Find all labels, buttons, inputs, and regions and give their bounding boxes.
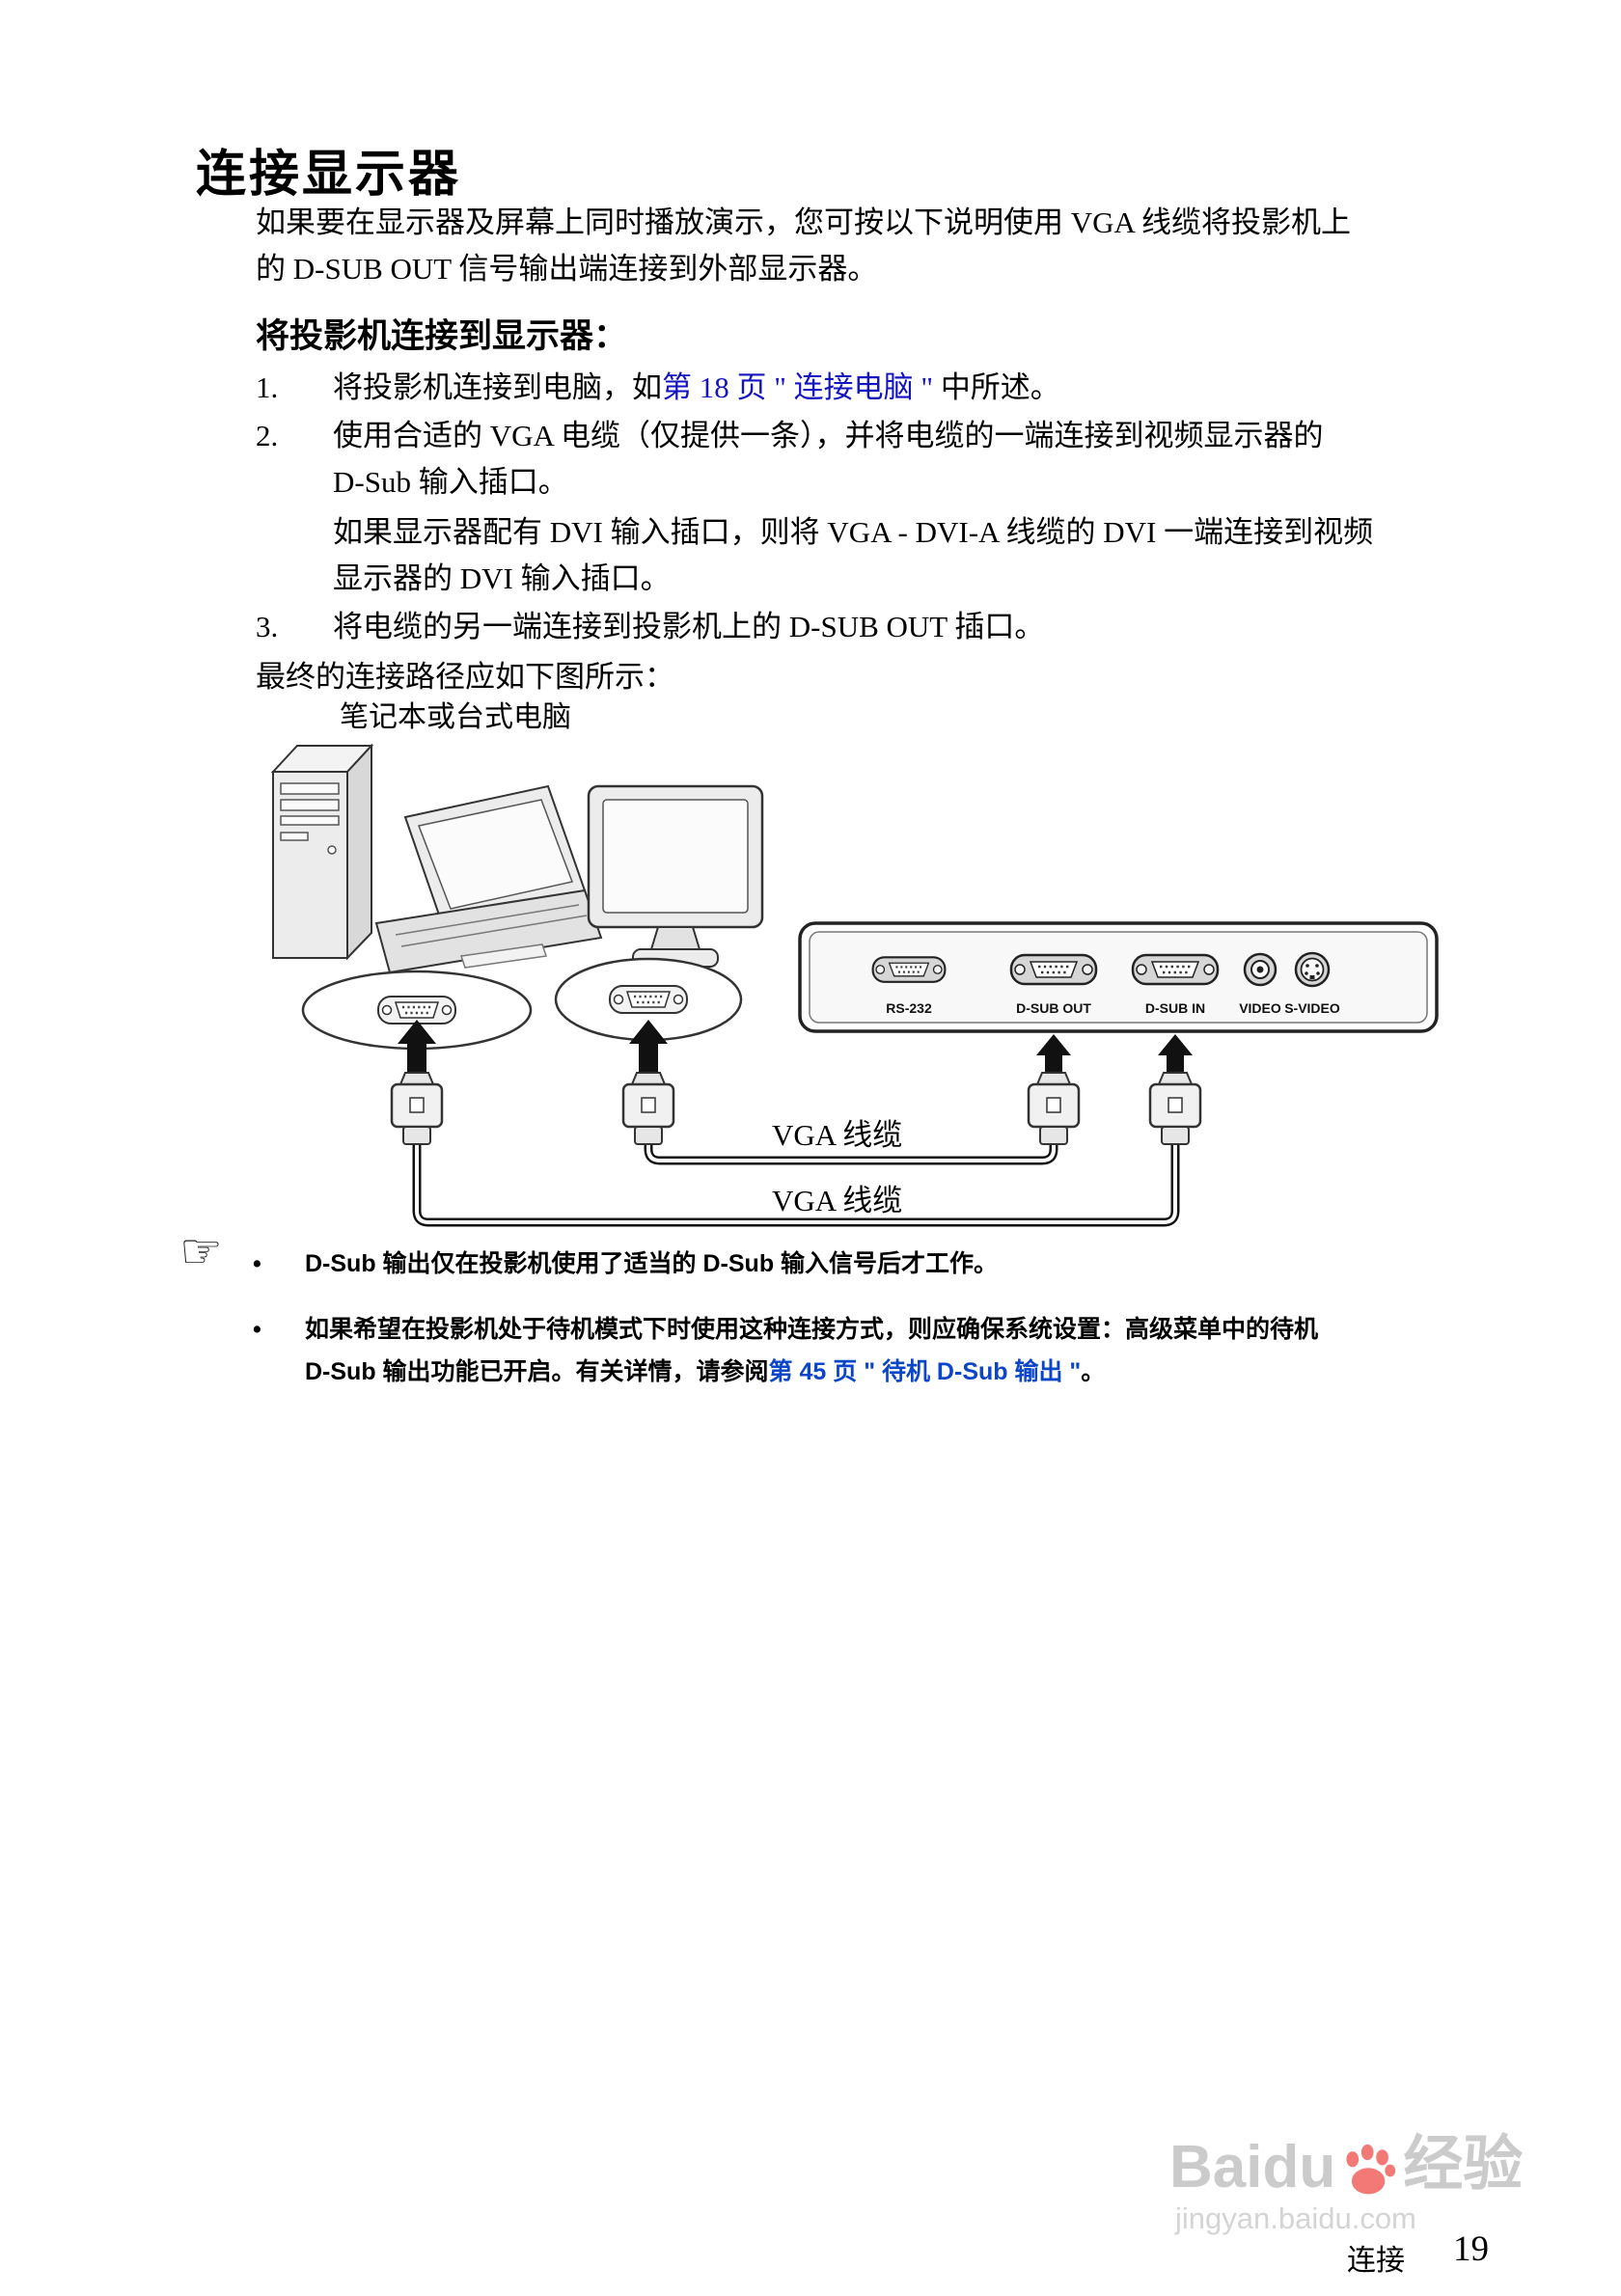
step-2-line-3: 如果显示器配有 DVI 输入插口，则将 VGA - DVI-A 线缆的 DVI … bbox=[333, 515, 1374, 549]
link-page-45-standby-dsub[interactable]: 第 45 页 " 待机 D-Sub 输出 " bbox=[768, 1358, 1082, 1385]
connection-diagram: RS-232 D-SUB OUT D-SUB IN VIDEO S-VIDEO … bbox=[270, 743, 1439, 1227]
step-2-line-4: 显示器的 DVI 输入插口。 bbox=[333, 561, 671, 595]
computer-vga-socket-icon bbox=[376, 995, 457, 1025]
arrow-up-icon bbox=[1036, 1034, 1071, 1074]
computer-label: 笔记本或台式电脑 bbox=[340, 701, 571, 733]
dsub-out-label: D-SUB OUT bbox=[1016, 1000, 1091, 1016]
svideo-label: S-VIDEO bbox=[1284, 1000, 1340, 1016]
baidu-paw-icon bbox=[1346, 2144, 1396, 2195]
step-1: 1. 将投影机连接到电脑，如第 18 页 " 连接电脑 " 中所述。 bbox=[256, 363, 1060, 406]
monitor bbox=[587, 784, 764, 968]
vga-cable-label-2: VGA 线缆 bbox=[772, 1184, 902, 1217]
note-1: • D-Sub 输出仅在投影机使用了适当的 D-Sub 输入信号后才工作。 bbox=[253, 1244, 998, 1279]
vga-cable-1 bbox=[644, 1143, 1058, 1165]
dsub-in-label: D-SUB IN bbox=[1145, 1000, 1205, 1016]
vga-cable-label-1: VGA 线缆 bbox=[772, 1118, 902, 1152]
arrow-up-icon bbox=[398, 1020, 436, 1074]
laptop bbox=[374, 784, 603, 974]
rs232-port-icon bbox=[871, 956, 947, 983]
step-3: 3.将电缆的另一端连接到投影机上的 D-SUB OUT 插口。 bbox=[256, 610, 1045, 643]
video-port-icon bbox=[1243, 952, 1278, 987]
video-label: VIDEO bbox=[1239, 1000, 1281, 1016]
page-title: 连接显示器 bbox=[196, 147, 462, 203]
vga-plug-icon bbox=[1027, 1071, 1081, 1146]
step-2-line-2: D-Sub 输入插口。 bbox=[333, 465, 568, 499]
dsub-in-port-icon bbox=[1131, 953, 1220, 986]
step-3-number: 3. bbox=[256, 610, 279, 643]
closing-line: 最终的连接路径应如下图所示： bbox=[256, 660, 674, 694]
watermark-brand: Baidu 经验 bbox=[1169, 2131, 1524, 2200]
desktop-tower bbox=[270, 743, 374, 961]
note-2-line-2: D-Sub 输出功能已开启。有关详情，请参阅第 45 页 " 待机 D-Sub … bbox=[305, 1358, 1106, 1385]
link-page-18-connect-pc[interactable]: 第 18 页 " 连接电脑 " bbox=[662, 370, 934, 404]
intro-line-1: 如果要在显示器及屏幕上同时播放演示，您可按以下说明使用 VGA 线缆将投影机上 bbox=[256, 205, 1351, 239]
note-1-bullet: • bbox=[253, 1250, 261, 1277]
vga-plug-icon bbox=[390, 1071, 444, 1146]
watermark-url: jingyan.baidu.com bbox=[1175, 2201, 1416, 2235]
note-2-line-1: •如果希望在投影机处于待机模式下时使用这种连接方式，则应确保系统设置：高级菜单中… bbox=[253, 1316, 1319, 1343]
note-2-bullet: • bbox=[253, 1316, 261, 1343]
step-1-number: 1. bbox=[256, 370, 279, 404]
section-heading: 将投影机连接到显示器： bbox=[256, 317, 628, 355]
arrow-up-icon bbox=[629, 1020, 668, 1074]
vga-plug-icon bbox=[621, 1071, 675, 1146]
footer-page-number: 19 bbox=[1453, 2229, 1489, 2269]
intro-line-2: 的 D-SUB OUT 信号输出端连接到外部显示器。 bbox=[256, 252, 878, 286]
vga-cable-2 bbox=[412, 1143, 1180, 1227]
projector-rear-panel: RS-232 D-SUB OUT D-SUB IN VIDEO S-VIDEO bbox=[798, 921, 1439, 1033]
vga-plug-icon bbox=[1148, 1071, 1202, 1146]
rs232-label: RS-232 bbox=[886, 1000, 932, 1016]
step-1-text-post: 中所述。 bbox=[933, 370, 1060, 404]
dsub-out-port-icon bbox=[1009, 953, 1098, 986]
note-1-text: D-Sub 输出仅在投影机使用了适当的 D-Sub 输入信号后才工作。 bbox=[305, 1250, 999, 1277]
step-1-text: 将投影机连接到电脑，如 bbox=[333, 370, 662, 404]
step-2-number: 2. bbox=[256, 419, 279, 452]
note-hand-icon: ☞ bbox=[179, 1224, 223, 1278]
step-2-line-1: 2.使用合适的 VGA 电缆（仅提供一条），并将电缆的一端连接到视频显示器的 bbox=[256, 419, 1324, 452]
svideo-port-icon bbox=[1294, 951, 1331, 988]
arrow-up-icon bbox=[1158, 1034, 1193, 1074]
footer-section-label: 连接 bbox=[1347, 2245, 1405, 2277]
monitor-vga-socket-icon bbox=[608, 984, 689, 1015]
